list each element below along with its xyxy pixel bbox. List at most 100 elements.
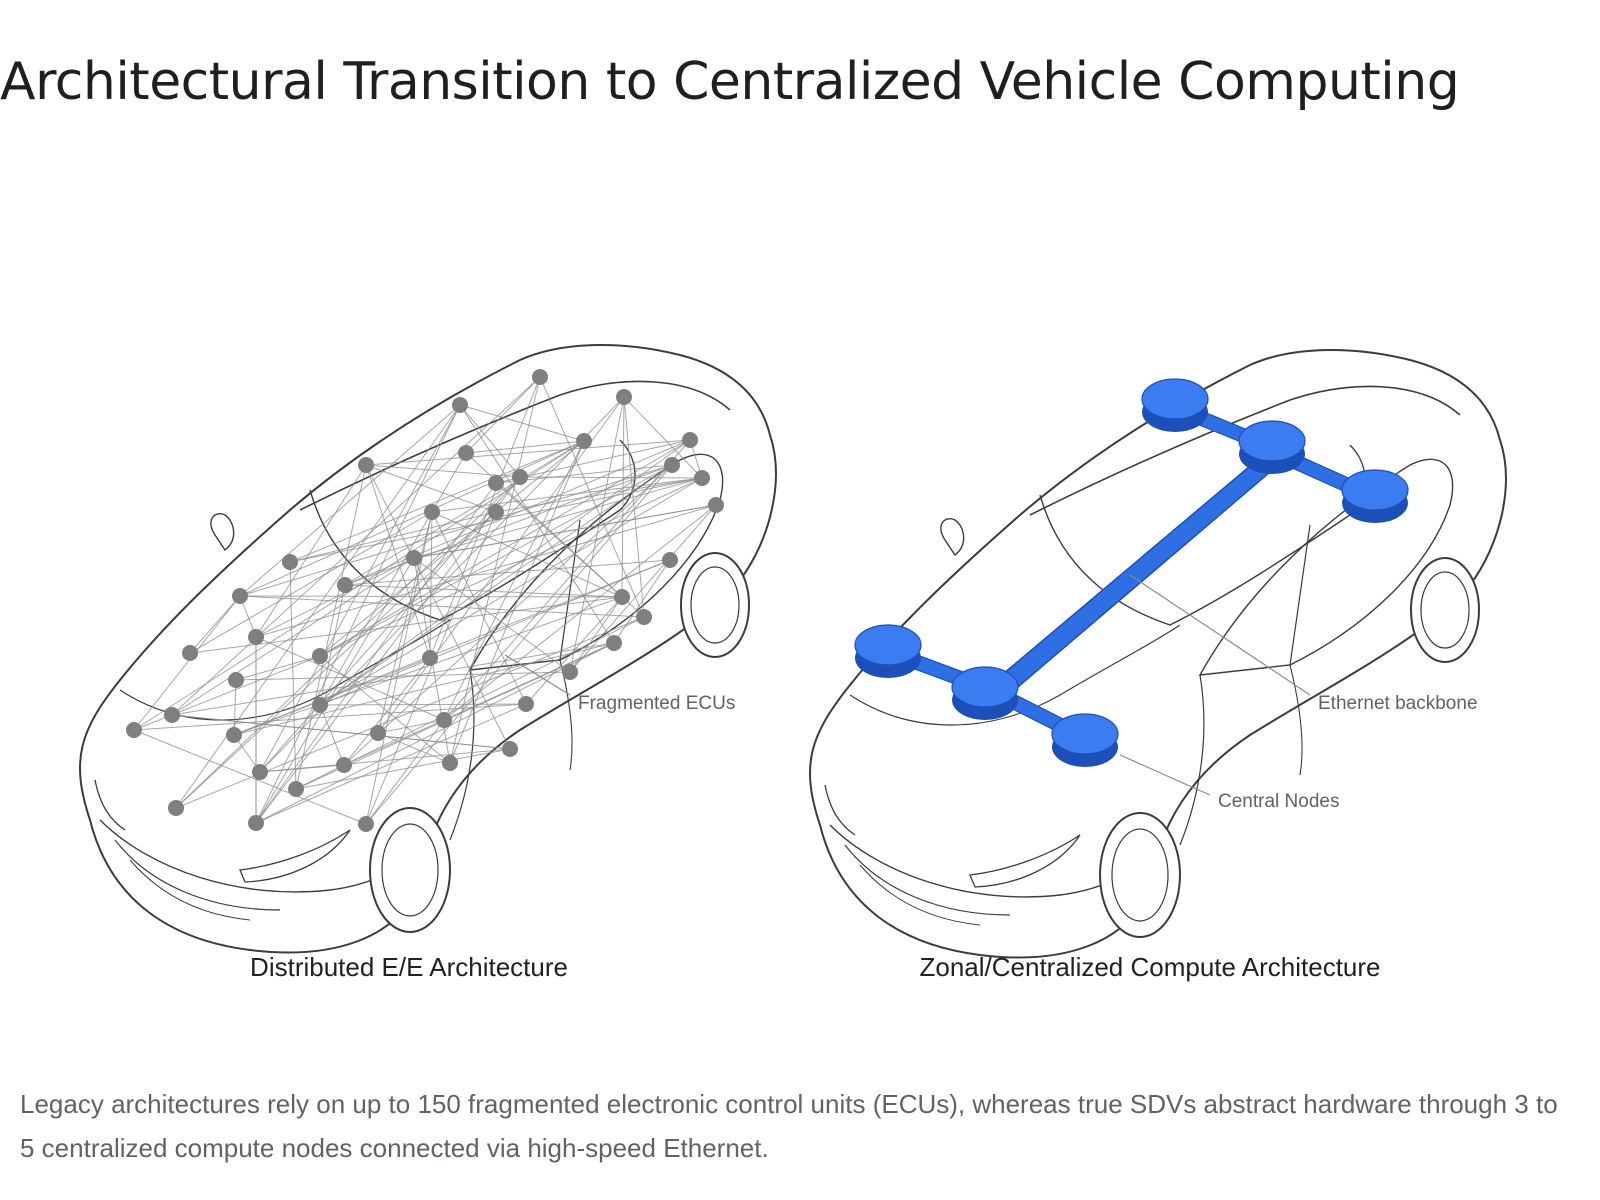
central-nodes-leader xyxy=(1119,754,1211,796)
zonal-car-diagram: Ethernet backbone Central Nodes xyxy=(809,348,1507,959)
ecu-link xyxy=(255,464,367,638)
ecu-node xyxy=(636,609,652,625)
ecu-link xyxy=(171,714,511,750)
ecu-link xyxy=(255,476,521,824)
central-node xyxy=(1051,713,1119,767)
ecu-link xyxy=(289,511,497,563)
ecu-link xyxy=(233,642,615,736)
ecu-link xyxy=(319,477,703,657)
ecu-node xyxy=(337,577,353,593)
ecu-link xyxy=(319,655,451,764)
ecu-link xyxy=(377,719,445,734)
ecu-link xyxy=(319,464,673,706)
ecu-node xyxy=(312,697,328,713)
ecu-link xyxy=(171,376,541,716)
ecu-link xyxy=(255,557,415,824)
ecu-link xyxy=(255,504,717,638)
ecu-link xyxy=(365,439,691,466)
page-title: Architectural Transition to Centralized … xyxy=(0,52,1460,112)
ecu-node xyxy=(358,457,374,473)
ecu-link xyxy=(255,404,461,824)
ecu-link xyxy=(365,464,673,825)
ecu-link xyxy=(465,440,585,454)
ecu-link xyxy=(233,559,671,736)
ecu-node xyxy=(252,764,268,780)
ecu-node xyxy=(532,369,548,385)
ecu-link xyxy=(344,439,691,586)
ecu-node xyxy=(662,552,678,568)
ecu-link xyxy=(495,477,703,513)
ecu-link xyxy=(343,616,645,766)
ecu-node xyxy=(226,727,242,743)
ecu-node xyxy=(576,433,592,449)
ecu-link xyxy=(569,504,717,673)
ecu-node xyxy=(288,781,304,797)
ecu-link xyxy=(429,376,541,659)
ecu-node xyxy=(616,389,632,405)
ecu-link xyxy=(319,452,467,706)
ecu-link xyxy=(365,464,431,659)
ecu-link xyxy=(495,482,623,598)
ecu-node xyxy=(182,645,198,661)
ecu-link xyxy=(623,396,703,479)
ecu-node xyxy=(606,635,622,651)
ecu-link xyxy=(239,404,461,597)
distributed-architecture-caption: Distributed E/E Architecture xyxy=(250,952,568,982)
ecu-node xyxy=(358,816,374,832)
ecu-node xyxy=(424,504,440,520)
ecu-link xyxy=(233,596,623,736)
central-nodes xyxy=(854,378,1409,767)
ecu-link xyxy=(459,404,521,478)
ecu-link xyxy=(259,748,511,773)
ecu-node xyxy=(518,696,534,712)
ecu-link xyxy=(189,595,241,654)
ecu-node xyxy=(562,664,578,680)
ecu-link xyxy=(495,439,691,484)
ecu-link xyxy=(413,504,717,559)
ecu-link xyxy=(569,396,625,673)
ecu-link xyxy=(175,404,461,809)
ecu-link xyxy=(465,376,541,454)
ecu-node xyxy=(228,672,244,688)
ecu-node xyxy=(168,800,184,816)
ecu-link xyxy=(171,642,615,716)
ecu-link xyxy=(189,511,433,654)
ecu-link xyxy=(319,477,703,706)
ecu-node xyxy=(282,554,298,570)
distributed-car-diagram: Fragmented ECUs xyxy=(79,343,777,954)
ecu-link xyxy=(189,596,623,654)
ecu-link xyxy=(319,439,691,657)
ecu-link xyxy=(365,511,497,825)
ecu-node xyxy=(312,648,328,664)
ecu-link xyxy=(133,729,367,825)
ecu-node xyxy=(336,757,352,773)
ecu-link xyxy=(413,477,703,559)
ecu-link xyxy=(319,703,527,706)
ecu-node xyxy=(512,469,528,485)
ecu-link xyxy=(259,476,521,773)
ecu-mesh xyxy=(126,369,724,832)
ecu-link xyxy=(133,595,241,731)
ethernet-backbone-leader xyxy=(1129,574,1311,696)
fragmented-ecus-leader xyxy=(504,654,571,696)
ecu-link xyxy=(443,504,717,721)
ecu-link xyxy=(295,464,367,790)
ecu-link xyxy=(289,561,297,790)
ecu-link xyxy=(365,464,497,513)
ecu-node xyxy=(452,397,468,413)
central-node xyxy=(1341,469,1409,523)
ecu-node xyxy=(248,629,264,645)
ecu-link xyxy=(431,477,703,513)
ecu-link xyxy=(613,559,671,644)
ecu-node xyxy=(126,722,142,738)
fragmented-ecus-callout: Fragmented ECUs xyxy=(578,693,735,714)
central-nodes-callout: Central Nodes xyxy=(1218,791,1339,812)
ecu-link xyxy=(459,404,585,442)
ecu-link xyxy=(344,440,585,586)
ecu-link xyxy=(519,476,703,479)
central-node xyxy=(951,666,1019,720)
ecu-node xyxy=(502,741,518,757)
ecu-node xyxy=(232,588,248,604)
ecu-link xyxy=(319,464,673,657)
ecu-node xyxy=(488,475,504,491)
